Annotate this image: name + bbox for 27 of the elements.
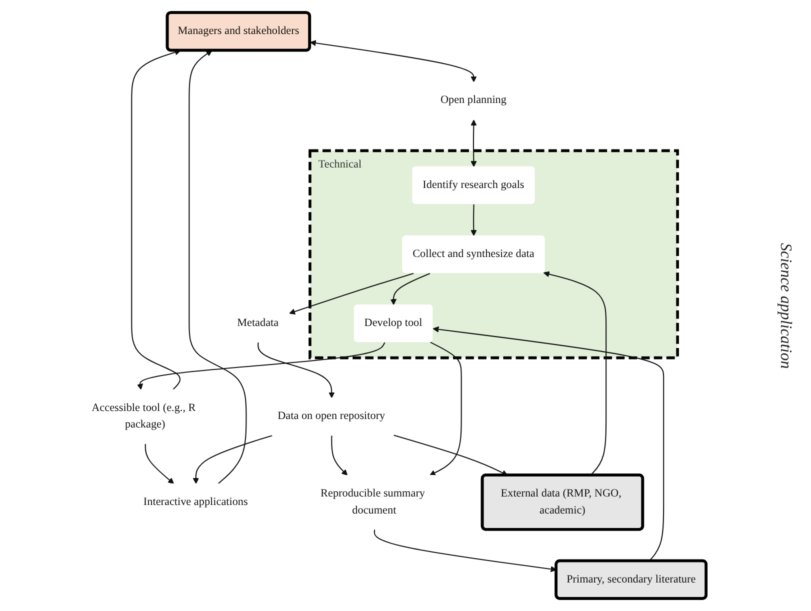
arrow [374,530,557,572]
arrow [137,342,386,390]
arrow [543,271,607,476]
node-text: Open planning [440,94,506,106]
node-box: Identify research goals [412,166,535,204]
arrow [394,434,508,476]
arrow [470,120,477,167]
arrow [144,444,174,484]
arrow [188,50,247,484]
node-box: Collect and synthesize data [402,235,545,274]
arrow [430,342,462,476]
arrow [390,272,430,306]
arrow [331,436,348,476]
node-box: Develop tool [354,304,433,342]
arrow [289,272,414,315]
node-text: Metadata [237,317,279,329]
node-text: Interactive applications [143,496,248,508]
arrow [310,40,477,82]
arrow [470,204,477,236]
bracket-label: Science application [776,242,794,368]
arrow [258,342,335,398]
node-text: Accessible tool (e.g., R package) [92,402,196,430]
arrow [131,49,181,390]
node-text: Data on open repository [278,410,386,422]
arrow [432,326,664,562]
node-text: Reproducible summary document [320,488,425,516]
arrow [192,435,272,484]
